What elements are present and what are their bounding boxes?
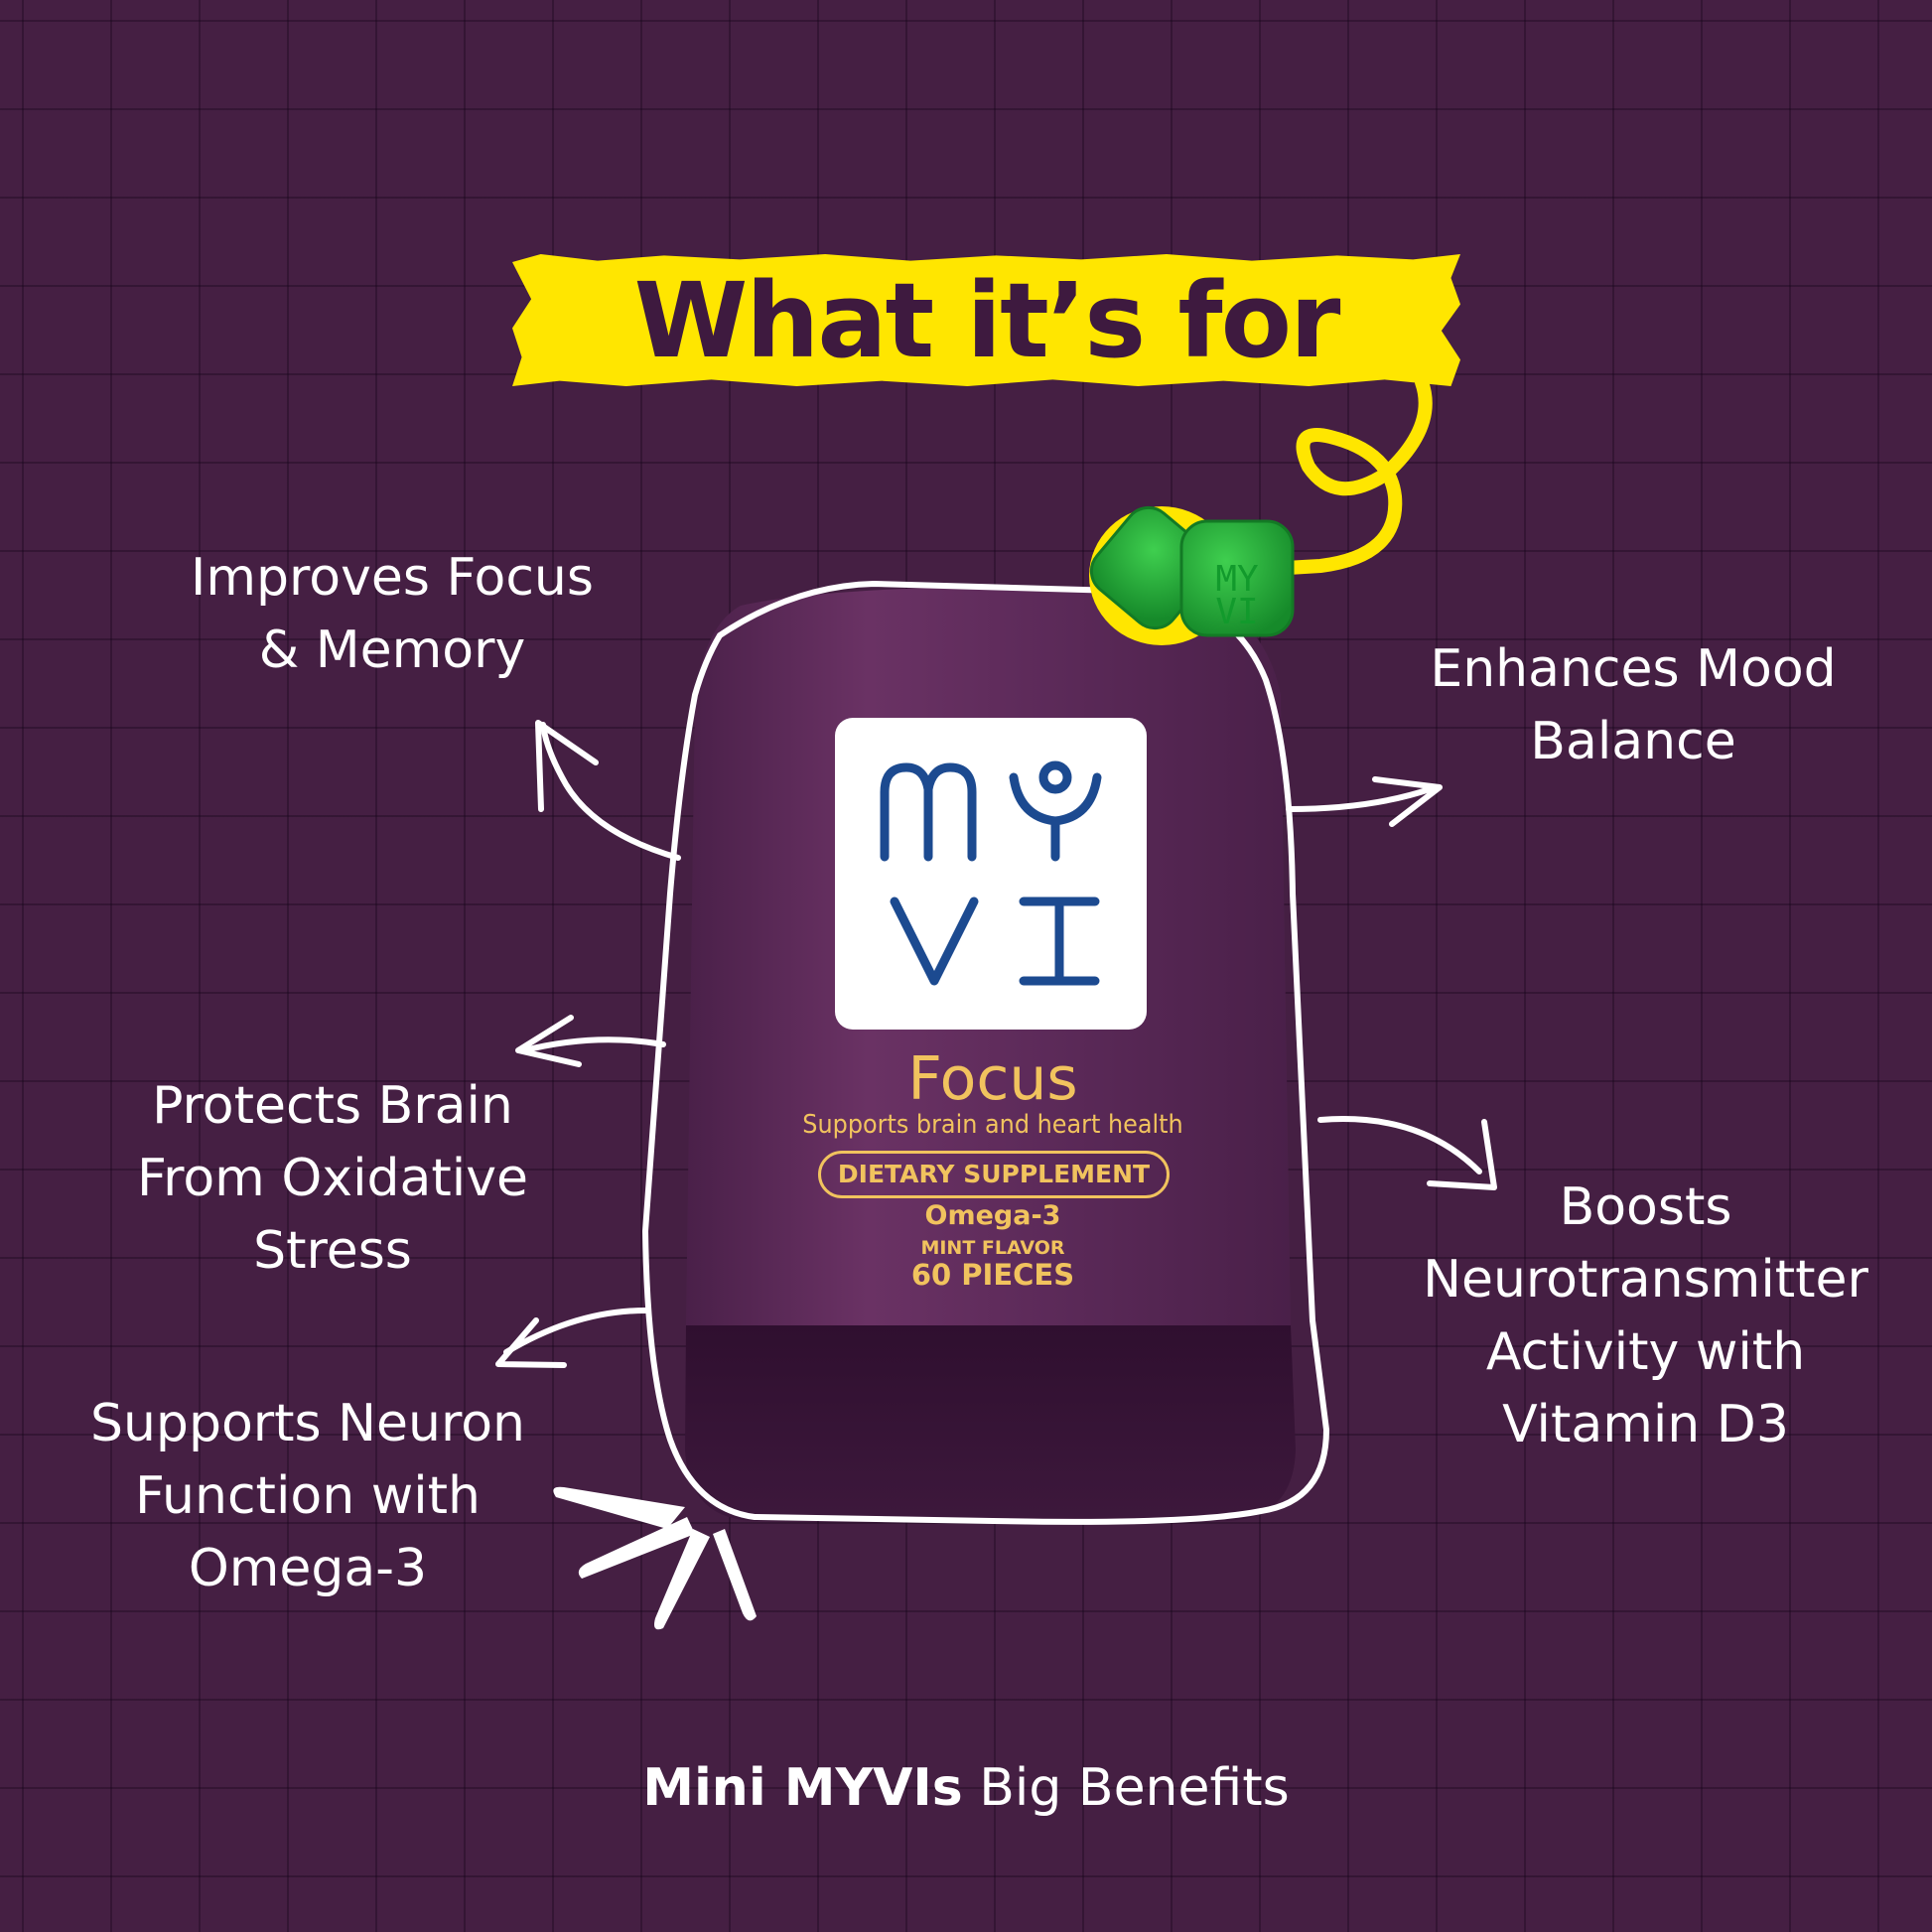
svg-text:VI: VI	[1215, 592, 1258, 632]
headline-banner	[512, 254, 1460, 386]
page-title: What it’s for	[633, 259, 1341, 381]
arrow-icon	[540, 722, 681, 861]
product-tagline: Supports brain and heart health	[802, 1110, 1183, 1140]
benefit-neuron-function: Supports Neuron Function with Omega-3	[89, 1394, 526, 1598]
arrow-icon	[503, 1308, 648, 1355]
arrow-icon	[1286, 786, 1433, 812]
product-count: 60 PIECES	[910, 1258, 1075, 1292]
product-nutrient: Omega-3	[924, 1200, 1061, 1231]
product-name: Focus	[907, 1044, 1078, 1114]
sparkle-icon	[553, 1486, 757, 1630]
product-type-badge: DIETARY SUPPLEMENT	[818, 1151, 1170, 1198]
footer-bold: Mini MYVIs	[642, 1758, 963, 1818]
arrow-icon	[1427, 1119, 1497, 1190]
benefit-focus-memory: Improves Focus & Memory	[191, 548, 594, 680]
benefit-mood-balance: Enhances Mood Balance	[1430, 639, 1837, 771]
arrow-icon	[1317, 1116, 1482, 1174]
svg-text:MY: MY	[1215, 559, 1259, 600]
banner-cord	[1234, 375, 1433, 578]
myvi-logo-icon	[880, 760, 1102, 986]
benefit-neurotransmitter: Boosts Neurotransmitter Activity with Vi…	[1423, 1177, 1868, 1454]
brand-logo	[835, 718, 1147, 1030]
arrow-icon	[1372, 776, 1443, 827]
gummy-icon: MY VI	[1089, 505, 1295, 645]
arrow-icon	[535, 720, 599, 812]
jar-cap	[685, 1325, 1296, 1521]
arrow-icon	[521, 1036, 666, 1053]
arrow-icon	[515, 1015, 582, 1067]
benefit-oxidative-stress: Protects Brain From Oxidative Stress	[137, 1076, 528, 1281]
footer-tagline: Mini MYVIs Big Benefits	[0, 1753, 1932, 1823]
product-flavor: MINT FLAVOR	[920, 1237, 1065, 1259]
footer-regular: Big Benefits	[962, 1758, 1290, 1818]
arrow-icon	[495, 1317, 567, 1368]
